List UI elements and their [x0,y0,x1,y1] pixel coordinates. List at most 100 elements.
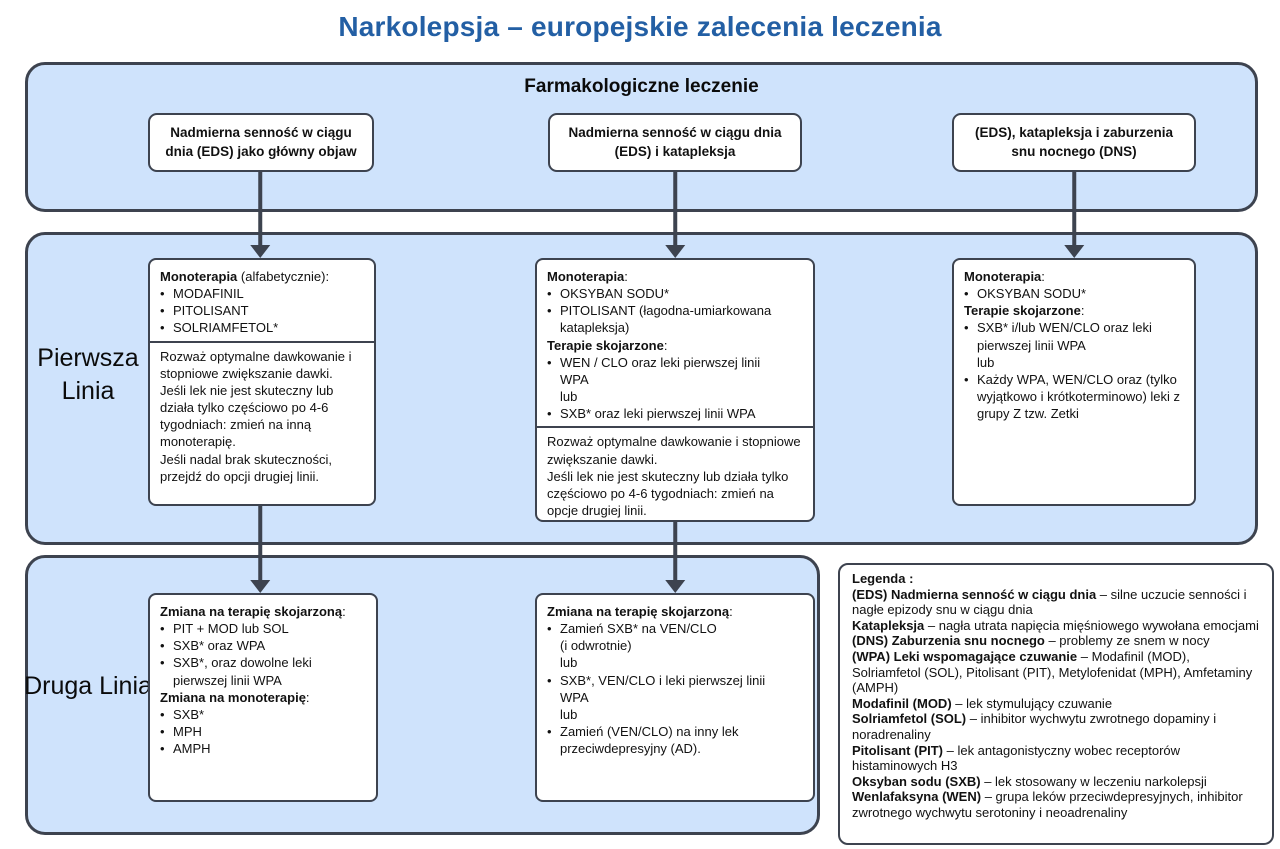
arrow-down-icon [1072,171,1076,246]
list-item: • SXB* [160,706,366,723]
list-item: • SXB* oraz leki pierwszej linii WPA [547,405,803,422]
legend-item: Wenlafaksyna (WEN) – grupa leków przeciw… [852,789,1260,820]
list-item: •Każdy WPA, WEN/CLO oraz (tylko wyjątkow… [964,371,1184,422]
legend-term: (DNS) Zaburzenia snu nocnego [852,633,1045,649]
list-item: •SOLRIAMFETOL* [160,319,364,336]
list-item-text: SXB* oraz leki pierwszej linii WPA [560,406,756,422]
legend-definition: – lek stymulujący czuwanie [951,695,1113,711]
legend-term: Modafinil (MOD) [852,695,952,711]
first-line-box-eds-cataplexy: Monoterapia: •OKSYBAN SODU*•PITOLISANT (… [535,258,815,522]
list-item-text: Zamień SXB* na VEN/CLO (i odwrotnie) lub [560,621,717,671]
second-line-box-middle: Zmiana na terapię skojarzoną: •Zamień SX… [535,593,815,802]
heading-rest: : [729,604,733,619]
drug-list: • WEN / CLO oraz leki pierwszej linii WPA… [547,354,803,423]
bullet-icon: • [160,706,165,722]
legend-term: Katapleksja [852,617,925,633]
legend-item: (EDS) Nadmierna senność w ciągu dnia – s… [852,587,1260,618]
legend-item: Oksyban sodu (SXB) – lek stosowany w lec… [852,774,1260,790]
legend-definition: – silne uczucie senności i nagłe epizody… [852,586,1247,618]
legend-definition: – nagła utrata napięcia mięśniowego wywo… [924,617,1259,633]
list-item: • Zamień SXB* na VEN/CLO (i odwrotnie) lu… [547,620,803,671]
list-item-text: WEN / CLO oraz leki pierwszej linii WPA … [560,354,761,405]
legend-term: Oksyban sodu (SXB) [852,773,981,789]
box-heading: Monoterapia (alfabetycznie): [160,268,364,285]
legend-definition: – problemy ze snem w nocy [1044,633,1210,649]
symptom-box-eds-cataplexy: Nadmierna senność w ciągu dnia (EDS) i k… [548,113,802,172]
drug-list: •OKSYBAN SODU* [964,285,1184,302]
legend-definition: – lek stosowany w leczeniu narkolepsji [980,773,1207,789]
list-item: •SXB* i/lub WEN/CLO oraz leki pierwszej … [964,319,1184,370]
legend-term: (EDS) Nadmierna senność w ciągu dnia [852,586,1097,602]
box-heading: Terapie skojarzone: [964,302,1184,319]
arrow-down-icon [673,521,677,581]
list-item: •OKSYBAN SODU* [964,285,1184,302]
legend-definition: – inhibitor wychwytu zwrotnego dopaminy … [852,711,1217,742]
box-heading: Zmiana na terapię skojarzoną: [160,603,366,620]
list-item-text: Zamień (VEN/CLO) na inny lek przeciwdepr… [560,724,739,757]
legend-box: Legenda : (EDS) Nadmierna senność w ciąg… [838,563,1274,845]
drug-list: •PIT + MOD lub SOL•SXB* oraz WPA•SXB*, o… [160,620,366,689]
list-item-text: SXB* i/lub WEN/CLO oraz leki pierwszej l… [977,320,1152,370]
legend-definition: – grupa leków przeciwdepresyjnych, inhib… [852,789,1243,820]
list-item-text: MODAFINIL [173,286,244,302]
heading-bold: Terapie skojarzone [964,303,1081,319]
heading-bold: Zmiana na terapię skojarzoną [160,604,343,619]
bullet-icon: • [160,286,165,302]
list-item-text: SXB*, oraz dowolne leki pierwszej linii … [173,655,312,688]
bullet-icon: • [964,371,969,387]
heading-bold: Terapie skojarzone [547,337,664,353]
first-line-label: Pierwsza Linia [37,344,139,405]
symptom-box-eds-main: Nadmierna senność w ciągu dnia (EDS) jak… [148,113,374,172]
bullet-icon: • [547,303,552,319]
first-line-box-eds: Monoterapia (alfabetycznie): • MODAFINIL •… [148,258,376,506]
list-item: • WEN / CLO oraz leki pierwszej linii WPA… [547,354,803,405]
legend-item: (WPA) Leki wspomagające czuwanie – Modaf… [852,649,1260,696]
drug-list: •MODAFINIL•PITOLISANT•SOLRIAMFETOL* [160,285,364,336]
legend-item: Katapleksja – nagła utrata napięcia mięś… [852,618,1260,634]
legend-item: Pitolisant (PIT) – lek antagonistyczny w… [852,743,1260,774]
list-item-text: SXB* oraz WPA [173,638,266,654]
list-item-text: PIT + MOD lub SOL [173,621,289,637]
list-item: •PITOLISANT (łagodna-umiarkowana kataple… [547,302,803,336]
heading-bold: Zmiana na monoterapię [160,689,306,705]
list-item: •OKSYBAN SODU* [547,285,803,302]
box-heading: Terapie skojarzone: [547,337,803,354]
bullet-icon: • [160,320,165,336]
heading-rest: : [624,269,628,284]
legend-title: Legenda : [852,571,914,586]
list-item-text: AMPH [173,741,211,757]
list-item-text: SXB* [173,706,205,722]
bullet-icon: • [547,354,552,370]
first-line-box-eds-cataplexy-dns: Monoterapia: •OKSYBAN SODU* Terapie skoj… [952,258,1196,506]
drug-list: •SXB*•MPH•AMPH [160,706,366,757]
heading-bold: Monoterapia [547,269,625,284]
dosing-note: Rozważ optymalne dawkowanie i stopniowe … [537,426,813,520]
legend-term: (WPA) Leki wspomagające czuwanie [852,648,1078,664]
legend-definition: – Modafinil (MOD), Solriamfetol (SOL), P… [852,648,1253,696]
legend-term: Wenlafaksyna (WEN) [852,789,982,805]
drug-list: • Zamień SXB* na VEN/CLO (i odwrotnie) lu… [547,620,803,757]
heading-rest: : [342,604,346,619]
heading-rest: (alfabetycznie): [237,269,330,284]
bullet-icon: • [160,741,165,757]
legend-term: Pitolisant (PIT) [852,742,943,758]
drug-list: •OKSYBAN SODU*•PITOLISANT (łagodna-umiar… [547,285,803,336]
heading-rest: : [305,689,310,705]
bullet-icon: • [547,724,552,740]
legend-item: (DNS) Zaburzenia snu nocnego – problemy … [852,633,1260,649]
list-item: • AMPH [160,740,366,757]
bullet-icon: • [160,638,165,654]
second-line-box-left: Zmiana na terapię skojarzoną: • PIT + MOD… [148,593,378,802]
bullet-icon: • [160,303,165,319]
legend-definition: – lek antagonistyczny wobec receptorów h… [852,742,1181,774]
bullet-icon: • [547,406,552,422]
bullet-icon: • [547,621,552,637]
box-heading: Zmiana na monoterapię: [160,689,366,706]
arrow-down-icon [258,171,262,246]
legend-list: (EDS) Nadmierna senność w ciągu dnia – s… [852,587,1260,821]
bullet-icon: • [160,621,165,637]
legend-term: Solriamfetol (SOL) [852,711,967,727]
list-item: •SXB*, VEN/CLO i leki pierwszej linii WP… [547,672,803,723]
symptom-box-eds-cataplexy-dns: (EDS), katapleksja i zaburzenia snu nocn… [952,113,1196,172]
